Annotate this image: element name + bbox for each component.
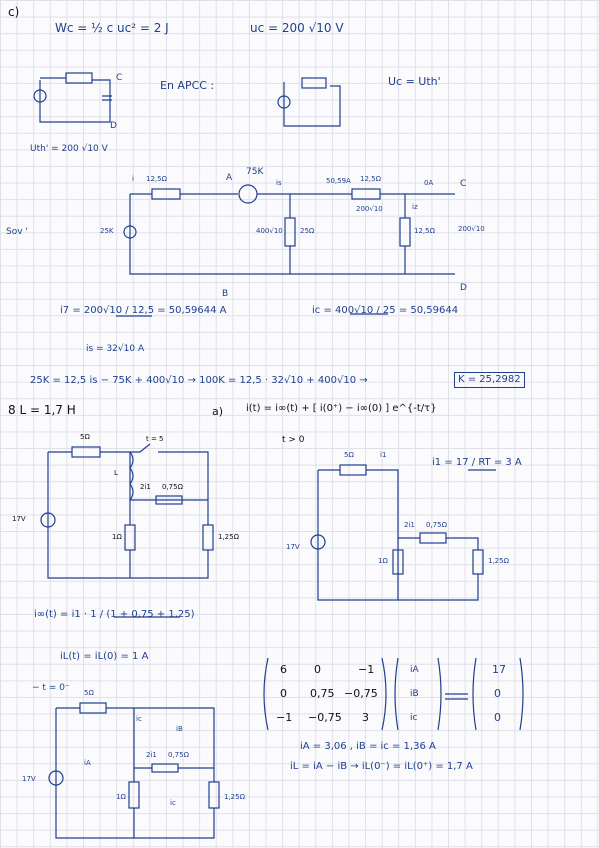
- thevenin-circuit-sketch: [33, 72, 112, 123]
- r-0-75-t-pos: 0,75Ω: [426, 521, 447, 529]
- dep-2i1-t-minus: 2i1: [146, 751, 157, 759]
- matrix-brackets: [263, 657, 524, 731]
- eq-ic: ic = 400√10 / 25 = 50,59644: [312, 305, 459, 316]
- r-1-25-left: 1,25Ω: [218, 533, 239, 541]
- t-gt-0: t > 0: [282, 435, 305, 445]
- main-circuit-c: [123, 184, 455, 275]
- matrix-cell: 6: [280, 663, 287, 676]
- r-0-75-t-minus: 0,75Ω: [168, 751, 189, 759]
- dep-2i1-left: 2i1: [140, 483, 151, 491]
- source-17v-left: 17V: [12, 515, 26, 523]
- result-currents: iA = 3,06 , iB = ic = 1,36 A: [300, 741, 436, 752]
- i1-label: i1: [380, 451, 387, 459]
- r-1-25-t-pos: 1,25Ω: [488, 557, 509, 565]
- sov-label: Sov ': [6, 227, 28, 237]
- apcc-title: En APCC :: [160, 79, 215, 92]
- r-1-t-minus: 1Ω: [116, 793, 126, 801]
- switch-label: t = 5: [146, 435, 164, 443]
- circuit-8-main: [40, 443, 214, 579]
- rhs-cell: 17: [492, 663, 506, 676]
- branch-400-sqrt10: 400√10: [256, 227, 283, 235]
- vector-cell: iB: [410, 689, 419, 699]
- dep-2i1-t-pos: 2i1: [404, 521, 415, 529]
- source-25k: 25K: [100, 227, 114, 235]
- apcc-circuit-sketch: [277, 77, 341, 127]
- rhs-cell: 0: [494, 687, 501, 700]
- part-c-label: c): [8, 5, 20, 19]
- r-5-top: 5Ω: [80, 433, 90, 441]
- r-12-5-left: 12,5Ω: [146, 175, 167, 183]
- matrix-cell: 0,75: [310, 687, 335, 700]
- vector-cell: ic: [410, 713, 418, 723]
- i1-equation: i1 = 17 / RT = 3 A: [432, 457, 522, 468]
- matrix-cell: −1: [276, 711, 293, 724]
- matrix-cell: 0: [280, 687, 287, 700]
- node-a: A: [226, 173, 233, 183]
- part-a-label: a): [212, 405, 224, 418]
- loop-ia: iA: [84, 759, 91, 767]
- matrix-cell: −0,75: [308, 711, 342, 724]
- uc-value: uc = 200 √10 V: [250, 21, 344, 35]
- source-17v-t-minus: 17V: [22, 775, 36, 783]
- i-t-formula: i(t) = i∞(t) + [ i(0⁺) − i∞(0) ] e^{-t/τ…: [246, 403, 437, 414]
- i-inf-formula: i∞(t) = i1 · 1 / (1 + 0,75 + 1,25): [34, 609, 195, 620]
- eq-i7: i7 = 200√10 / 12,5 = 50,59644 A: [60, 305, 227, 316]
- matrix-cell: 0: [314, 663, 321, 676]
- inductor-label: L: [114, 469, 118, 477]
- result-il: iL = iA − iB → iL(0⁻) = iL(0⁺) = 1,7 A: [290, 761, 473, 772]
- eq-is: is = 32√10 A: [86, 344, 145, 354]
- loop-ib: iB: [176, 725, 183, 733]
- current-i: i: [132, 175, 134, 183]
- matrix-cell: −0,75: [344, 687, 378, 700]
- problem-8-label: 8 L = 1,7 H: [8, 403, 76, 417]
- loop-ic: ic: [170, 799, 176, 807]
- source-17v-t-pos: 17V: [286, 543, 300, 551]
- current-is: is: [276, 179, 282, 187]
- r-5-t-pos: 5Ω: [344, 451, 354, 459]
- r-25: 25Ω: [300, 227, 315, 235]
- r-12-5-right: 12,5Ω: [414, 227, 435, 235]
- uc-equals-uth: Uc = Uth': [388, 75, 441, 88]
- r-1-25-t-minus: 1,25Ω: [224, 793, 245, 801]
- node-c: C: [460, 179, 467, 189]
- matrix-cell: 3: [362, 711, 369, 724]
- thevenin-voltage: Uth' = 200 √10 V: [30, 144, 108, 154]
- thevenin-d-node: D: [110, 121, 117, 131]
- node-d: D: [460, 283, 467, 293]
- node-b: B: [222, 289, 229, 299]
- dependent-source-75k: 75K: [246, 167, 264, 177]
- rhs-cell: 0: [494, 711, 501, 724]
- current-200-sqrt10: 200√10: [356, 205, 383, 213]
- energy-equation: Wc = ½ c uc² = 2 J: [55, 21, 169, 35]
- r-0-75-left: 0,75Ω: [162, 483, 183, 491]
- il-0-value: iL(t) = iL(0) = 1 A: [60, 651, 149, 662]
- current-iz: iz: [412, 203, 418, 211]
- vector-cell: iA: [410, 665, 419, 675]
- r-1-left: 1Ω: [112, 533, 122, 541]
- circuit-t-positive: [310, 464, 484, 601]
- k-result: K = 25,2982: [454, 372, 525, 388]
- matrix-cell: −1: [358, 663, 375, 676]
- t-zero-minus: − t = 0⁻: [32, 683, 70, 693]
- current-50-59: 50,59A: [326, 177, 351, 185]
- eq-25k: 25K = 12,5 is − 75K + 400√10 → 100K = 12…: [30, 375, 368, 386]
- ic-branch-label: ic: [136, 715, 142, 723]
- circuit-t-zero-minus: [48, 702, 220, 839]
- r-1-t-pos: 1Ω: [378, 557, 388, 565]
- oa-label: 0A: [424, 179, 434, 187]
- voltage-200-sqrt10: 200√10: [458, 225, 485, 233]
- r-5-t-minus: 5Ω: [84, 689, 94, 697]
- thevenin-c-node: C: [116, 73, 123, 83]
- r-12-5-top: 12,5Ω: [360, 175, 381, 183]
